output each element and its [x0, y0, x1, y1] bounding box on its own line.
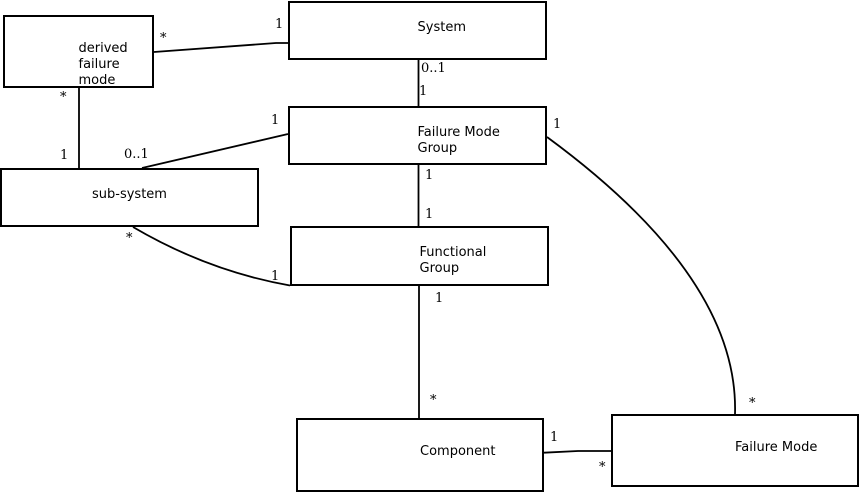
- multiplicity-functional-group-end-of-sub-system-link: 1: [271, 269, 280, 284]
- box-sub-system: sub-system: [0, 168, 259, 227]
- multiplicity-system-end-of-failure-mode-group-link: 0..1: [421, 61, 446, 76]
- box-derived-failure-mode: derived failure mode: [3, 15, 154, 88]
- box-failure-mode-group-label: Failure Mode Group: [417, 124, 500, 156]
- connector-derived-failure-mode-system: [153, 42, 288, 53]
- connector-sub-system-failure-mode-group: [141, 133, 289, 169]
- multiplicity-sub-system-end-of-derived-failure-mode-link: 1: [60, 148, 69, 163]
- multiplicity-failure-mode-group-end-of-sub-system-link: 1: [271, 113, 280, 128]
- multiplicity-failure-mode-group-end-of-functional-group-link: 1: [425, 168, 434, 183]
- multiplicity-functional-group-end-of-failure-mode-group-link: 1: [425, 207, 434, 222]
- box-functional-group-label: Functional Group: [419, 245, 487, 276]
- connector-sub-system-functional-group: [132, 226, 291, 287]
- box-failure-mode-group: Failure Mode Group: [288, 106, 547, 165]
- box-component-label: Component: [420, 444, 496, 459]
- box-derived-failure-mode-label: derived failure mode: [78, 40, 128, 88]
- multiplicity-failure-mode-end-of-failure-mode-group-link: *: [749, 396, 756, 411]
- multiplicity-failure-mode-group-end-of-system-link: 1: [419, 84, 428, 99]
- multiplicity-component-end-of-functional-group-link: *: [430, 393, 437, 408]
- multiplicity-sub-system-end-of-failure-mode-group-link: 0..1: [124, 147, 149, 162]
- multiplicity-failure-mode-end-of-component-link: *: [599, 460, 606, 475]
- connector-component-failure-mode: [543, 450, 612, 454]
- box-component: Component: [296, 418, 544, 492]
- box-system-label: System: [417, 19, 466, 35]
- multiplicity-failure-mode-group-end-of-failure-mode-link: 1: [553, 117, 562, 132]
- connector-failure-mode-group-failure-mode: [546, 136, 736, 415]
- box-system: System: [288, 1, 547, 60]
- multiplicity-derived-failure-mode-end-of-system-link: *: [160, 31, 167, 46]
- box-failure-mode: Failure Mode: [611, 414, 859, 487]
- multiplicity-system-end-of-derived-failure-mode-link: 1: [275, 17, 284, 32]
- box-failure-mode-label: Failure Mode: [735, 439, 818, 455]
- multiplicity-derived-failure-mode-end-of-sub-system-link: *: [60, 90, 67, 105]
- multiplicity-component-end-of-failure-mode-link: 1: [550, 430, 559, 445]
- multiplicity-functional-group-end-of-component-link: 1: [435, 291, 444, 306]
- box-functional-group: Functional Group: [290, 226, 549, 286]
- multiplicity-sub-system-end-of-functional-group-link: *: [126, 231, 133, 246]
- box-sub-system-label: sub-system: [92, 186, 167, 202]
